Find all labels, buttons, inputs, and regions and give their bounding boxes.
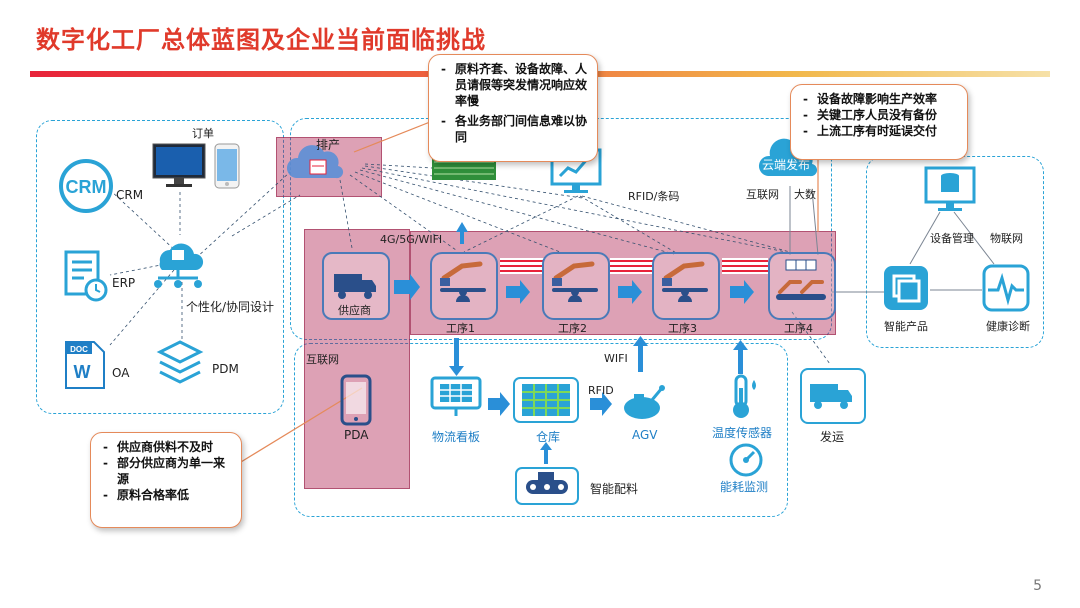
rfid-barcode-label: RFID/条码 (628, 190, 680, 203)
smart-product-label: 智能产品 (884, 320, 928, 333)
truck-icon (334, 274, 376, 299)
callout-bottom-item: 原料合格率低 (103, 487, 231, 503)
heartbeat-icon (982, 264, 1030, 312)
svg-text:CRM: CRM (66, 177, 107, 197)
logistics-board-label: 物流看板 (432, 430, 481, 444)
robot-arm-icon (440, 261, 486, 302)
shipping-label: 发运 (820, 430, 845, 444)
pda-label: PDA (344, 428, 369, 442)
process-label: 工序4 (784, 322, 813, 335)
agv-icon (624, 385, 665, 419)
process-label: 工序1 (446, 322, 475, 335)
rfid-label: RFID (588, 384, 614, 397)
robot-arm-icon (776, 259, 826, 300)
svg-text:DOC: DOC (70, 345, 88, 354)
tablet-icon (340, 374, 372, 426)
supplier-label: 供应商 (338, 304, 371, 317)
shipping-truck-icon (810, 384, 852, 409)
iot-label: 物联网 (990, 232, 1023, 245)
internet-label-center: 互联网 (306, 353, 339, 366)
erp-label: ERP (112, 276, 136, 290)
callout-top-item: 各业务部门间信息难以协同 (441, 113, 587, 145)
callout-right: 设备故障影响生产效率 关键工序人员没有备份 上流工序有时延误交付 (790, 84, 968, 160)
process-label: 工序3 (668, 322, 697, 335)
pdm-icon (156, 340, 204, 384)
callout-right-item: 上流工序有时延误交付 (803, 123, 957, 139)
callout-bottom: 供应商供料不及时 部分供应商为单一来源 原料合格率低 (90, 432, 242, 528)
thermometer-icon (733, 374, 756, 418)
network-icon (154, 243, 204, 288)
process-highlight (410, 231, 836, 335)
erp-icon (64, 250, 108, 302)
page-number: 5 (1033, 578, 1042, 594)
oa-label: OA (112, 366, 130, 380)
page-title: 数字化工厂总体蓝图及企业当前面临挑战 (36, 26, 486, 54)
agv-label: AGV (632, 428, 658, 442)
publish-cloud-icon (758, 138, 818, 177)
warehouse-icon (513, 377, 579, 423)
supplier-highlight (304, 229, 410, 489)
schedule-label: 排产 (316, 138, 341, 152)
cloud-icon (286, 145, 344, 179)
callout-top-item: 原料齐套、设备故障、人员请假等突发情况响应效率慢 (441, 61, 587, 109)
energy-label: 能耗监测 (720, 480, 769, 494)
crm-label: CRM (116, 188, 144, 202)
cloud-publish-label: 云端发布 (762, 158, 811, 172)
board-icon (430, 376, 482, 416)
temp-sensor-label: 温度传感器 (712, 426, 773, 440)
monitor-icon (152, 143, 206, 187)
device-mgmt-label: 设备管理 (930, 232, 974, 245)
bigdata-label: 大数 (794, 188, 816, 201)
design-label: 个性化/协同设计 (186, 300, 275, 314)
crm-icon: CRM (59, 159, 113, 213)
process-label: 工序2 (558, 322, 587, 335)
callout-bottom-item: 供应商供料不及时 (103, 439, 231, 455)
conveyor-icon (515, 467, 579, 505)
callout-right-item: 关键工序人员没有备份 (803, 107, 957, 123)
warehouse-label: 仓库 (536, 430, 561, 444)
robot-arm-icon (552, 261, 598, 302)
center-lower-zone (294, 343, 788, 517)
callout-right-item: 设备故障影响生产效率 (803, 91, 957, 107)
gauge-icon (729, 443, 763, 477)
order-label: 订单 (192, 127, 214, 140)
robot-arm-icon (662, 261, 708, 302)
internet-label-right: 互联网 (746, 188, 779, 201)
left-zone (36, 120, 284, 414)
wifi-label: WIFI (604, 352, 628, 365)
doc-icon: DOC W (65, 341, 105, 389)
svg-text:W: W (74, 362, 91, 382)
product-icon (884, 266, 928, 310)
smart-delivery-label: 智能配料 (590, 482, 639, 496)
phone-icon (214, 143, 240, 189)
database-icon (924, 166, 976, 211)
callout-top: 原料齐套、设备故障、人员请假等突发情况响应效率慢 各业务部门间信息难以协同 (428, 54, 598, 162)
callout-bottom-item: 部分供应商为单一来源 (103, 455, 231, 487)
pdm-label: PDM (212, 362, 239, 376)
health-label: 健康诊断 (986, 320, 1030, 333)
network-label: 4G/5G/WIFI (380, 233, 443, 246)
